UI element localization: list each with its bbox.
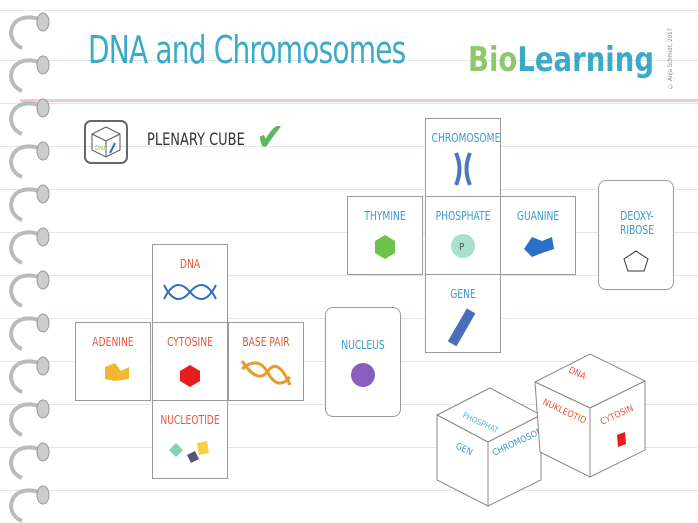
margin-line — [20, 99, 698, 102]
dna-helix-icon — [163, 284, 217, 300]
face-adenine: ADENINE — [75, 322, 151, 401]
cube-1: PHOSPHAT GEN CHROMOSOM — [435, 387, 546, 507]
checkmark-icon: ✔ — [256, 115, 285, 159]
face-base-pair: BASE PAIR — [228, 322, 304, 401]
cube-icon: DNA — [84, 120, 128, 164]
nucleotide-icon — [168, 441, 209, 463]
svg-text:P: P — [459, 242, 465, 253]
cube-2: DNA NUKLEOTID CYTOSIN — [533, 353, 647, 478]
face-cytosine: CYTOSINE — [152, 322, 228, 401]
phosphate-icon: P — [451, 234, 475, 258]
face-gene: GENE — [425, 274, 501, 353]
face-guanine: GUANINE — [500, 196, 576, 275]
face-deoxyribose: DEOXY-RIBOSE — [598, 180, 674, 290]
biolearning-logo: BioLearning — [468, 40, 655, 80]
nucleus-icon — [351, 363, 375, 387]
spiral-binding — [9, 12, 50, 523]
face-nucleus: NUCLEUS — [325, 307, 401, 417]
face-thymine: THYMINE — [347, 196, 423, 275]
chromosome-icon — [454, 152, 472, 186]
page-title: DNA and Chromosomes — [88, 28, 406, 72]
deoxyribose-icon — [623, 250, 649, 272]
base-pair-icon — [240, 360, 292, 386]
face-nucleotide: NUCLEOTIDE — [152, 400, 228, 479]
guanine-icon — [524, 237, 554, 257]
face-dna: DNA — [152, 244, 228, 323]
svg-text:DNA: DNA — [95, 145, 107, 152]
adenine-icon — [105, 363, 129, 381]
gene-icon — [447, 308, 476, 347]
plenary-label: PLENARY CUBE — [147, 130, 245, 150]
face-chromosome: CHROMOSOME — [425, 118, 501, 197]
cytosine-icon — [180, 365, 200, 387]
thymine-icon — [375, 235, 395, 259]
